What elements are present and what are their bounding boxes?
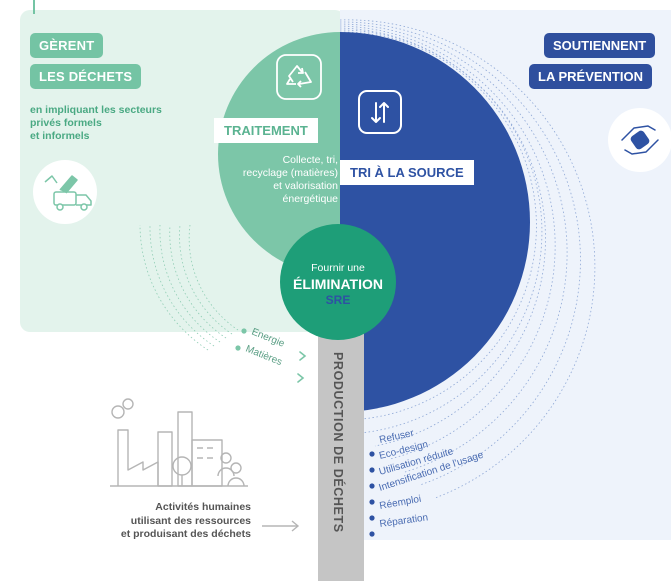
hands-icon [621, 125, 659, 155]
production-label: PRODUCTION DE DÉCHETS [331, 352, 346, 533]
left-description-line: en impliquant les secteurs [30, 104, 162, 116]
prevention-half-circle [340, 32, 530, 412]
treatment-line: Collecte, tri, [282, 154, 338, 166]
green-dotted-arcs [139, 224, 239, 351]
source-sort-title: TRI À LA SOURCE [340, 160, 474, 185]
activities-line: et produisant des déchets [120, 528, 251, 540]
blue-dotted-arcs [339, 19, 596, 499]
left-description-line: privés formels [30, 117, 102, 129]
elimination-line1: Fournir une [311, 262, 365, 274]
activities-line: Activités humaines [155, 501, 251, 513]
activities-line: utilisant des ressources [130, 514, 251, 527]
elimination-line2: ÉLIMINATION [293, 276, 383, 292]
activities-arrow [262, 520, 300, 532]
treatment-line: recyclage (matières) [242, 167, 338, 179]
right-tag-line2: LA PRÉVENTION [529, 64, 652, 89]
output-bullets [235, 328, 247, 351]
left-tag-line2: LES DÉCHETS [30, 64, 142, 89]
recycle-icon [276, 54, 322, 100]
production-bar [318, 300, 364, 581]
truck-icon [44, 175, 92, 211]
prevention-bullets [369, 451, 375, 537]
factory-icon [110, 398, 248, 487]
elimination-line3: SRE [325, 293, 351, 307]
treatment-description: Collecte, tri, recyclage (matières) et v… [196, 154, 338, 206]
left-description: en impliquant les secteurs privés formel… [30, 104, 162, 143]
sort-arrows-icon [358, 90, 402, 134]
elimination-circle [280, 224, 396, 340]
treatment-line: énergétique [282, 193, 338, 205]
output-chevrons [297, 351, 307, 383]
elimination-label: Fournir une ÉLIMINATION SRE [280, 262, 396, 307]
activities-label: Activités humaines utilisant des ressour… [70, 501, 251, 542]
treatment-line: et valorisation [273, 180, 338, 192]
treatment-half-circle [218, 32, 340, 276]
left-tag-line1: GÈRENT [30, 33, 104, 58]
treatment-title: TRAITEMENT [214, 118, 318, 143]
right-tag-line1: SOUTIENNENT [544, 33, 656, 58]
left-description-line: et informels [30, 130, 90, 142]
